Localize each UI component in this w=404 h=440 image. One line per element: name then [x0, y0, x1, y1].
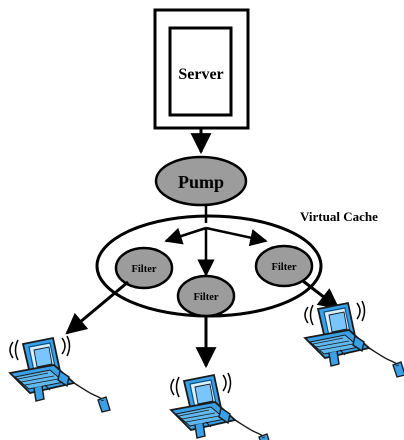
filter-node-right: Filter — [254, 244, 314, 288]
pump-ellipse — [154, 155, 248, 207]
pump-to-filter-left-arrow — [164, 226, 207, 245]
filter-right-to-client-arrow — [302, 279, 340, 310]
server-label: Server — [178, 66, 223, 83]
filter-node-center: Filter — [176, 274, 236, 318]
computer-center-icon — [170, 372, 272, 440]
server-node: Server — [153, 8, 250, 130]
pump-label: Pump — [178, 172, 224, 192]
computer-right-icon — [304, 300, 404, 378]
filter-right-ellipse — [254, 244, 314, 288]
filter-right-label: Filter — [271, 262, 296, 273]
filter-left-ellipse — [114, 246, 174, 290]
filter-node-left: Filter — [114, 246, 174, 290]
virtual-cache-label: Virtual Cache — [300, 209, 378, 224]
computer-left-icon — [9, 335, 111, 413]
pump-to-filter-right-arrow — [205, 226, 268, 247]
filter-left-to-client-arrow — [65, 280, 129, 335]
filter-center-label: Filter — [193, 292, 218, 303]
pump-node: Pump — [154, 155, 248, 207]
filter-left-label: Filter — [131, 264, 156, 275]
server-inner-frame — [168, 26, 233, 117]
